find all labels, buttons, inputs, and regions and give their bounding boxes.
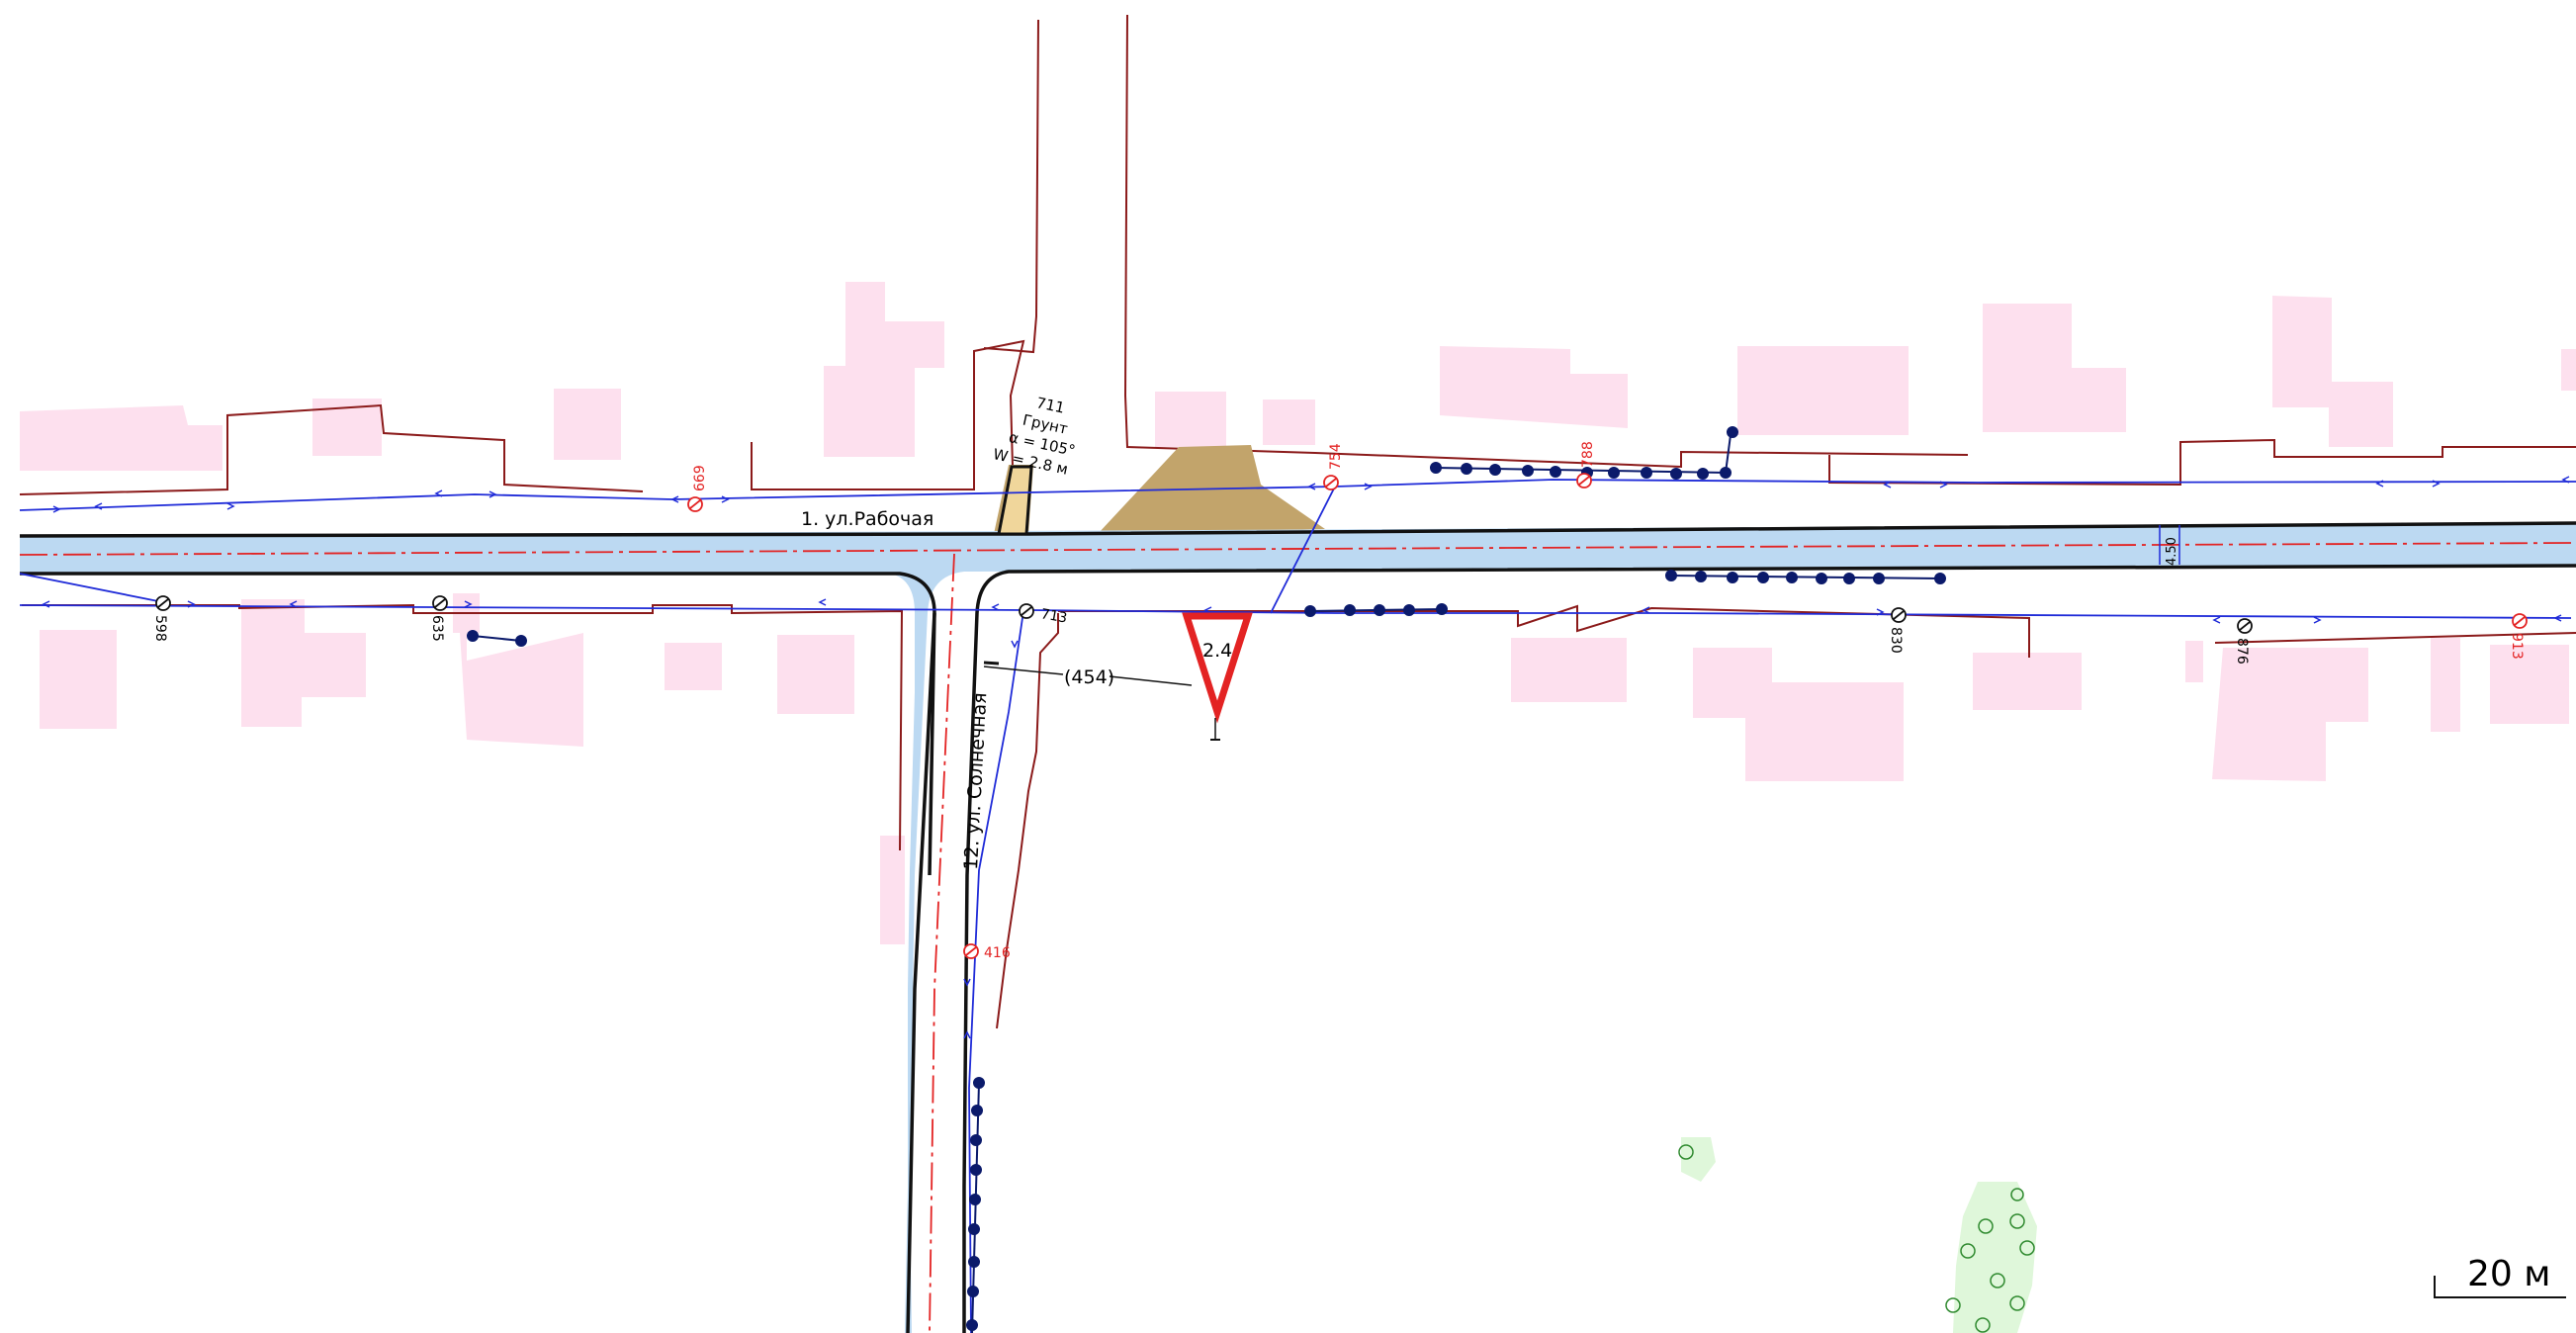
post-713: 713 [1019, 603, 1068, 627]
post-label-598: 598 [152, 615, 168, 642]
junction-id: 711 [1034, 394, 1066, 417]
post-416: 416 [963, 943, 1011, 961]
post-876: 876 [2234, 618, 2253, 665]
post-label-830: 830 [1888, 627, 1904, 654]
utility-lines [19, 479, 2576, 1333]
post-913: 913 [2509, 613, 2528, 660]
post-label-913: 913 [2509, 633, 2525, 660]
post-label-416: 416 [984, 945, 1011, 961]
post-label-754: 754 [1328, 443, 1344, 470]
post-label-635: 635 [429, 615, 445, 642]
vegetation [1678, 1137, 2037, 1333]
posts-red: 669 754 788 913 416 [687, 441, 2528, 961]
road-width-marker: 4.50 [2159, 525, 2180, 566]
post-669: 669 [687, 465, 708, 512]
scale-label: 20 м [2467, 1254, 2550, 1294]
post-788: 788 [1576, 441, 1596, 489]
street-label-rabochaya: 1. ул.Рабочая [801, 508, 933, 530]
post-598: 598 [152, 595, 171, 642]
junction-711 [997, 465, 1033, 536]
road-width-label: 4.50 [2165, 537, 2179, 566]
post-label-713: 713 [1039, 606, 1068, 626]
sign-code: 2.4 [1202, 640, 1232, 662]
scale-bar: 20 м [2434, 1254, 2566, 1298]
yield-sign: (454) 2.4 [983, 612, 1253, 741]
utility-arrows [42, 476, 2570, 1039]
post-label-876: 876 [2234, 638, 2250, 665]
buildings [20, 282, 2576, 944]
junction-info: 711 Грунт α = 105° W = 2.8 м [992, 394, 1077, 479]
post-754: 754 [1323, 443, 1344, 490]
posts-black: 598 635 713 830 876 [152, 595, 2253, 665]
street-label-solnechnaya: 12. ул. Солнечная [960, 692, 991, 870]
post-label-669: 669 [692, 465, 708, 491]
post-830: 830 [1888, 607, 1907, 654]
post-label-788: 788 [1580, 441, 1596, 468]
post-635: 635 [429, 595, 448, 642]
sign-id: (454) [1064, 666, 1114, 688]
